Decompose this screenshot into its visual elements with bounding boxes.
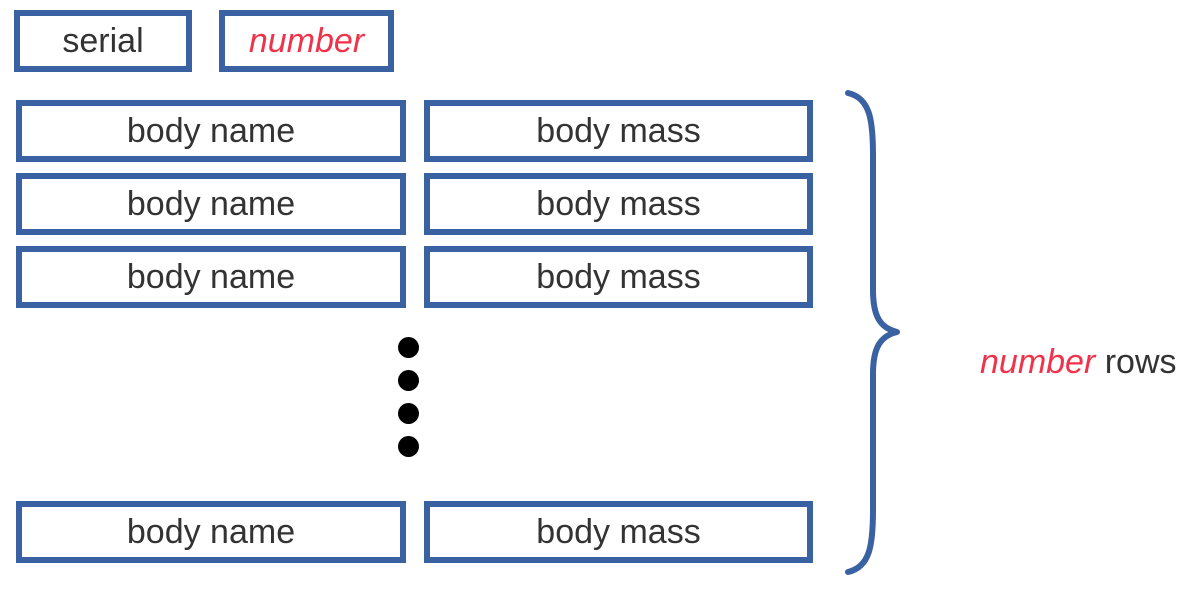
body-mass-label: body mass <box>536 112 701 150</box>
ellipsis-dot <box>398 403 419 424</box>
serial-field-box: serial <box>14 10 192 72</box>
body-name-label: body name <box>126 513 296 551</box>
rows-count-term: number <box>980 343 1096 381</box>
body-mass-box: body mass <box>424 246 813 308</box>
ellipsis-dot <box>398 337 419 358</box>
rows-word: rows <box>1095 343 1177 381</box>
body-mass-box: body mass <box>424 501 813 563</box>
body-mass-box: body mass <box>424 173 813 235</box>
body-name-box: body name <box>16 100 406 162</box>
curly-brace-icon <box>845 90 900 575</box>
body-name-label: body name <box>126 112 296 150</box>
body-mass-box: body mass <box>424 100 813 162</box>
body-name-label: body name <box>126 185 296 223</box>
ellipsis-dot <box>398 370 419 391</box>
serial-label: serial <box>62 22 144 60</box>
body-name-box: body name <box>16 501 406 563</box>
body-mass-label: body mass <box>536 185 701 223</box>
body-name-box: body name <box>16 173 406 235</box>
ellipsis-dot <box>398 436 419 457</box>
body-name-label: body name <box>126 258 296 296</box>
body-mass-label: body mass <box>536 513 701 551</box>
number-rows-label: number rows <box>980 343 1177 382</box>
body-name-box: body name <box>16 246 406 308</box>
body-mass-label: body mass <box>536 258 701 296</box>
number-label: number <box>248 22 365 60</box>
number-field-box: number <box>219 10 394 72</box>
